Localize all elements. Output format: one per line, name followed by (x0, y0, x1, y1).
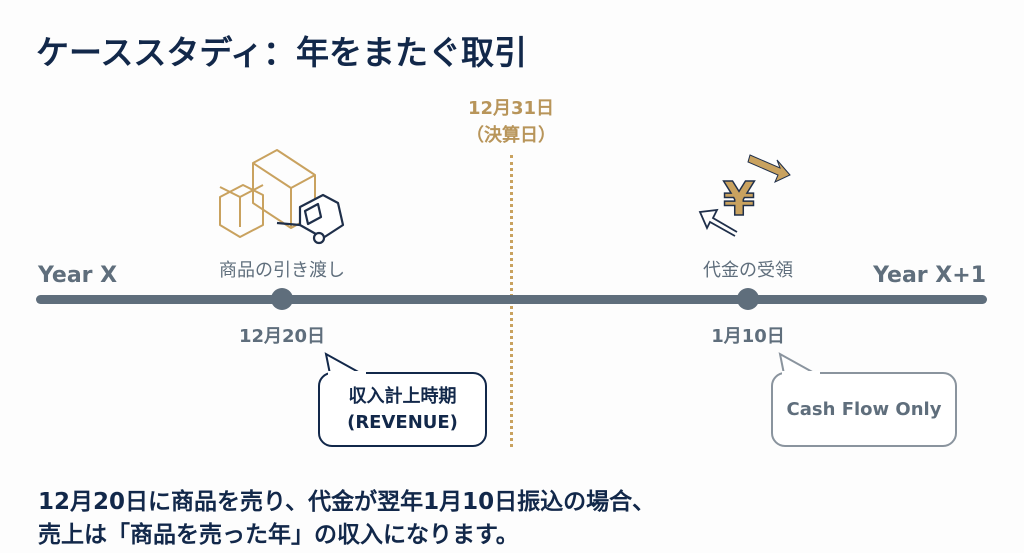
revenue-callout-line2: (REVENUE) (347, 411, 458, 433)
timeline-start-label: Year X (38, 263, 118, 288)
timeline-end-label: Year X+1 (873, 263, 986, 288)
timeline-marker-payment (737, 288, 759, 310)
event-label-delivery: 商品の引き渡し (219, 260, 345, 281)
delivery-truck-icon (219, 149, 345, 245)
timeline-axis (36, 295, 987, 304)
revenue-callout: 収入計上時期 (REVENUE) (318, 372, 487, 447)
cashflow-callout: Cash Flow Only (771, 372, 957, 447)
svg-text:¥: ¥ (723, 172, 755, 226)
page-title: ケーススタディ：年をまたぐ取引 (36, 33, 528, 72)
callout-pointer-cashflow (778, 352, 817, 375)
event-label-payment: 代金の受領 (703, 260, 793, 281)
revenue-callout-line1: 収入計上時期 (348, 385, 457, 407)
callout-pointer-revenue (324, 352, 363, 375)
summary-line-2: 売上は「商品を売った年」の収入になります。 (38, 522, 519, 548)
fiscal-end-date: 12月31日 (467, 98, 555, 119)
event-date-payment: 1月10日 (711, 326, 785, 347)
summary-line-1: 12月20日に商品を売り、代金が翌年1月10日振込の場合、 (38, 489, 656, 515)
fiscal-end-label: （決算日） (466, 125, 556, 146)
event-date-delivery: 12月20日 (238, 326, 326, 347)
timeline-marker-delivery (271, 288, 293, 310)
yen-transfer-icon: ¥ (698, 154, 791, 237)
cashflow-callout-text: Cash Flow Only (786, 398, 942, 420)
